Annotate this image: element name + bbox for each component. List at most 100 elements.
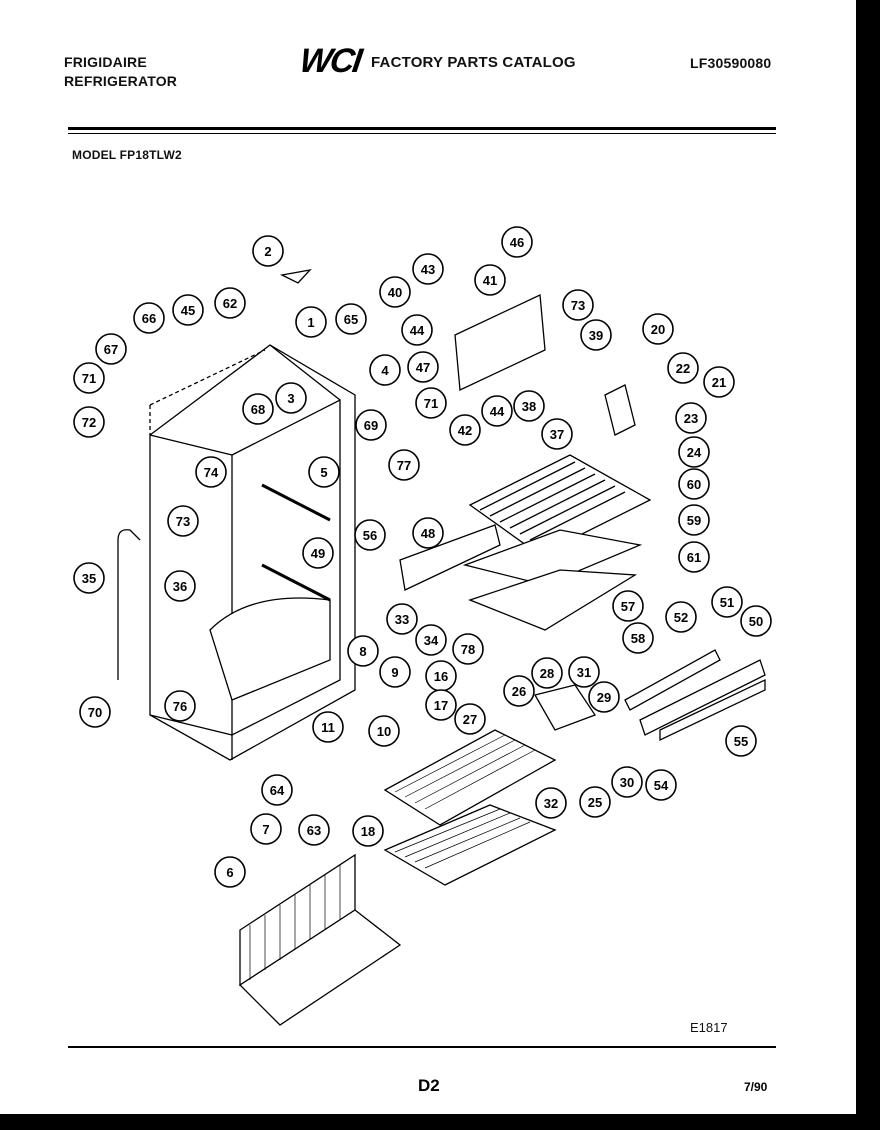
callout-70: 70 [79, 696, 111, 728]
callout-label: 45 [181, 303, 195, 318]
callout-label: 4 [381, 363, 389, 378]
callout-label: 17 [434, 698, 448, 713]
callout-label: 8 [359, 644, 366, 659]
catalog-title: FACTORY PARTS CATALOG [371, 54, 576, 71]
callout-circle [412, 253, 444, 285]
header-rule [68, 127, 776, 130]
callout-label: 1 [307, 315, 314, 330]
callout-68: 68 [242, 393, 274, 425]
callout-circle [379, 276, 411, 308]
callout-circle [740, 605, 772, 637]
callout-circle [454, 703, 486, 735]
callout-circle [355, 409, 387, 441]
callout-label: 35 [82, 571, 96, 586]
callout-circle [308, 456, 340, 488]
callout-circle [195, 456, 227, 488]
callout-78: 78 [452, 633, 484, 665]
callout-label: 11 [321, 720, 335, 735]
callout-label: 10 [377, 724, 391, 739]
callout-label: 23 [684, 411, 698, 426]
callout-circle [95, 333, 127, 365]
callout-circle [214, 287, 246, 319]
callout-circle [352, 815, 384, 847]
callout-73: 73 [562, 289, 594, 321]
callout-label: 26 [512, 684, 526, 699]
callout-circle [675, 402, 707, 434]
callout-label: 49 [311, 546, 325, 561]
callout-label: 41 [483, 273, 497, 288]
callout-label: 59 [687, 513, 701, 528]
callout-label: 28 [540, 666, 554, 681]
callout-circle [368, 715, 400, 747]
callout-circle [474, 264, 506, 296]
callout-label: 58 [631, 631, 645, 646]
callout-label: 50 [749, 614, 763, 629]
callout-label: 71 [82, 371, 96, 386]
callout-circle [425, 689, 457, 721]
callout-circle [412, 517, 444, 549]
header-rule-thin [68, 133, 776, 134]
callout-7: 7 [250, 813, 282, 845]
callout-circle [501, 226, 533, 258]
callout-50: 50 [740, 605, 772, 637]
callout-44: 44 [401, 314, 433, 346]
callout-28: 28 [531, 657, 563, 689]
revision-date: 7/90 [744, 1080, 768, 1094]
callout-label: 27 [463, 712, 477, 727]
callout-circle [703, 366, 735, 398]
callout-41: 41 [474, 264, 506, 296]
callout-circle [302, 537, 334, 569]
callout-label: 70 [88, 705, 102, 720]
callout-58: 58 [622, 622, 654, 654]
callout-circle [214, 856, 246, 888]
callout-circle [369, 354, 401, 386]
callout-circle [645, 769, 677, 801]
callout-55: 55 [725, 725, 757, 757]
callout-56: 56 [354, 519, 386, 551]
callout-label: 66 [142, 311, 156, 326]
callout-circle [298, 814, 330, 846]
callout-69: 69 [355, 409, 387, 441]
callout-label: 43 [421, 262, 435, 277]
callout-52: 52 [665, 601, 697, 633]
callout-label: 39 [589, 328, 603, 343]
callout-67: 67 [95, 333, 127, 365]
callout-73: 73 [167, 505, 199, 537]
callout-circle [386, 603, 418, 635]
callout-circle [250, 813, 282, 845]
callout-39: 39 [580, 319, 612, 351]
figure-code: E1817 [690, 1020, 728, 1035]
callout-label: 36 [173, 579, 187, 594]
callout-label: 71 [424, 396, 438, 411]
callout-circle [535, 787, 567, 819]
callout-label: 34 [424, 633, 439, 648]
callout-circle [73, 362, 105, 394]
callout-circle [415, 624, 447, 656]
callout-40: 40 [379, 276, 411, 308]
callout-circle [73, 406, 105, 438]
callout-circle [562, 289, 594, 321]
callout-label: 31 [577, 665, 591, 680]
callout-label: 9 [391, 665, 398, 680]
callout-71: 71 [415, 387, 447, 419]
callout-label: 62 [223, 296, 237, 311]
callout-circle [531, 657, 563, 689]
callout-circle [612, 590, 644, 622]
callout-label: 55 [734, 734, 748, 749]
callout-label: 77 [397, 458, 411, 473]
callout-10: 10 [368, 715, 400, 747]
callout-label: 57 [621, 599, 635, 614]
callout-57: 57 [612, 590, 644, 622]
callout-label: 32 [544, 796, 558, 811]
callout-label: 64 [270, 783, 285, 798]
callout-51: 51 [711, 586, 743, 618]
callout-21: 21 [703, 366, 735, 398]
callout-6: 6 [214, 856, 246, 888]
callout-31: 31 [568, 656, 600, 688]
callout-8: 8 [347, 635, 379, 667]
callout-61: 61 [678, 541, 710, 573]
model-label: MODEL FP18TLW2 [72, 148, 182, 162]
callout-label: 30 [620, 775, 634, 790]
callout-circle [579, 786, 611, 818]
callout-circle [665, 601, 697, 633]
